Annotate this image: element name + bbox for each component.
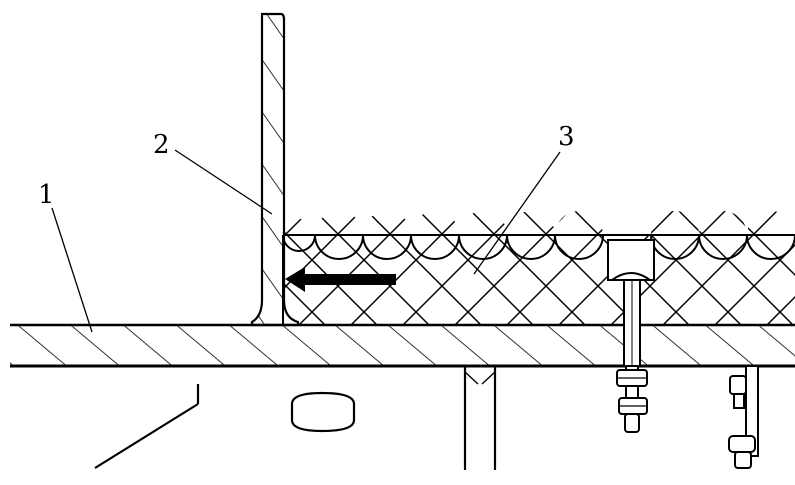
label-part-1: 1 [38,180,55,210]
diagonal-brace [94,384,200,469]
base-plate [10,323,795,368]
leader-lines [51,149,561,333]
direction-arrow [285,267,396,292]
oval-foot [290,391,356,433]
vertical-plate [250,12,300,327]
label-part-2: 2 [153,130,170,160]
cross-hatched-liner [282,211,795,325]
side-bracket [728,365,759,469]
bolt-recess [607,239,655,281]
bolt [616,279,648,433]
label-part-3: 3 [558,122,575,152]
support-post [463,366,497,470]
